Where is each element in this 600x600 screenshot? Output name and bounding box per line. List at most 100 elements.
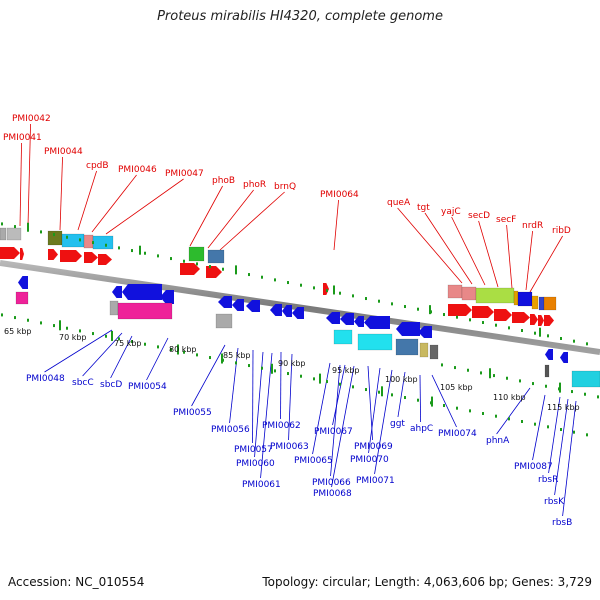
reverse-gene-label: PMI0068 <box>313 489 352 499</box>
leader-line <box>424 212 473 285</box>
gene-box <box>543 296 557 311</box>
leader-line <box>419 374 421 423</box>
forward-gene-arrow <box>206 266 222 278</box>
forward-gene-label: nrdR <box>522 221 543 231</box>
leader-line <box>451 216 486 286</box>
leader-line <box>333 199 339 251</box>
forward-gene-arrow <box>472 306 494 318</box>
reverse-gene-label: rbsK <box>544 497 565 507</box>
forward-gene-arrow <box>48 249 58 260</box>
gene-box <box>15 291 29 305</box>
gene-box <box>215 313 233 329</box>
forward-gene-arrow <box>544 315 554 326</box>
tick-label: 110 kbp <box>493 393 526 402</box>
gene-box <box>357 333 393 351</box>
reverse-gene-label: PMI0070 <box>350 455 389 465</box>
forward-gene-arrow <box>60 250 82 262</box>
reverse-gene-label: PMI0060 <box>236 459 275 469</box>
leader-line <box>44 329 113 373</box>
reverse-gene-label: PMI0066 <box>312 478 351 488</box>
reverse-gene-label: rbsR <box>538 475 558 485</box>
forward-gene-label: queA <box>387 198 411 208</box>
leader-line <box>27 123 31 227</box>
reverse-gene-label: PMI0062 <box>262 421 301 431</box>
leader-line <box>105 178 184 235</box>
reverse-gene-label: PMI0065 <box>294 456 333 466</box>
forward-gene-arrow <box>98 254 112 265</box>
leader-line <box>506 224 513 289</box>
gene-box <box>517 291 533 307</box>
reverse-gene-arrow <box>396 322 420 336</box>
leader-line <box>191 344 226 407</box>
leader-line <box>374 369 393 475</box>
leader-line <box>189 185 223 247</box>
gene-box <box>207 249 225 264</box>
tick-label: 80 kbp <box>169 345 197 354</box>
forward-gene-label: ribD <box>552 226 571 236</box>
reverse-gene-arrow <box>418 326 432 338</box>
leader-line <box>478 220 499 288</box>
gene-box <box>333 329 353 345</box>
reverse-gene-label: PMI0061 <box>242 480 281 490</box>
reverse-gene-arrow <box>326 312 340 324</box>
leader-line <box>146 337 169 381</box>
tick-label: 95 kbp <box>332 366 360 375</box>
leader-line <box>331 365 355 488</box>
leader-line <box>312 362 331 455</box>
reverse-gene-arrow <box>160 290 174 304</box>
leader-line <box>496 387 531 435</box>
leader-line <box>91 174 137 233</box>
reverse-gene-label: ahpC <box>410 424 433 434</box>
leader-line <box>110 335 133 379</box>
gene-box <box>461 286 477 301</box>
reverse-gene-label: ggt <box>390 419 405 429</box>
gene-box <box>544 364 550 378</box>
forward-gene-arrow <box>530 314 538 325</box>
forward-gene-label: PMI0047 <box>165 169 204 179</box>
gene-box <box>188 246 205 262</box>
reverse-gene-arrow <box>218 296 232 308</box>
reverse-gene-label: PMI0056 <box>211 425 250 435</box>
forward-gene-arrow <box>494 309 512 321</box>
tick-label: 115 kbp <box>547 403 580 412</box>
forward-gene-label: tgt <box>417 203 430 213</box>
tick-label: 65 kbp <box>4 327 32 336</box>
leader-line <box>207 189 254 249</box>
gene-box <box>0 227 7 241</box>
genome-summary: Topology: circular; Length: 4,063,606 bp… <box>262 575 592 589</box>
leader-line <box>397 371 406 418</box>
accession-label: Accession: NC_010554 <box>8 575 145 589</box>
tick-label: 100 kbp <box>385 375 418 384</box>
reverse-gene-label: rbsB <box>552 518 572 528</box>
forward-gene-label: secF <box>496 215 516 225</box>
page-title: Proteus mirabilis HI4320, complete genom… <box>157 9 443 24</box>
forward-gene-label: brnQ <box>274 182 296 192</box>
reverse-gene-arrow <box>560 352 568 363</box>
leader-line <box>330 364 341 477</box>
reverse-gene-arrow <box>292 307 304 319</box>
reverse-gene-arrow <box>112 286 122 298</box>
leader-line <box>77 170 97 231</box>
gene-box <box>571 370 600 388</box>
forward-gene-label: PMI0046 <box>118 165 157 175</box>
tick-label: 75 kbp <box>114 339 142 348</box>
leader-line <box>288 353 293 441</box>
reverse-gene-arrow <box>354 316 364 327</box>
reverse-gene-arrow <box>18 276 28 289</box>
reverse-gene-label: PMI0071 <box>356 476 395 486</box>
reverse-gene-label: PMI0057 <box>234 445 273 455</box>
leader-line <box>332 364 346 426</box>
reverse-gene-arrow <box>232 299 244 311</box>
reverse-gene-label: PMI0087 <box>514 462 553 472</box>
forward-gene-label: PMI0041 <box>3 133 42 143</box>
reverse-gene-label: PMI0063 <box>270 442 309 452</box>
leader-line <box>554 398 569 496</box>
leader-line <box>562 400 577 517</box>
reverse-gene-label: sbcC <box>72 378 94 388</box>
reverse-gene-label: sbcD <box>100 380 122 390</box>
gene-box <box>117 302 173 320</box>
reverse-gene-label: PMI0055 <box>173 408 212 418</box>
forward-gene-label: phoR <box>243 180 266 190</box>
gene-box <box>538 296 545 311</box>
gene-box <box>109 300 119 316</box>
